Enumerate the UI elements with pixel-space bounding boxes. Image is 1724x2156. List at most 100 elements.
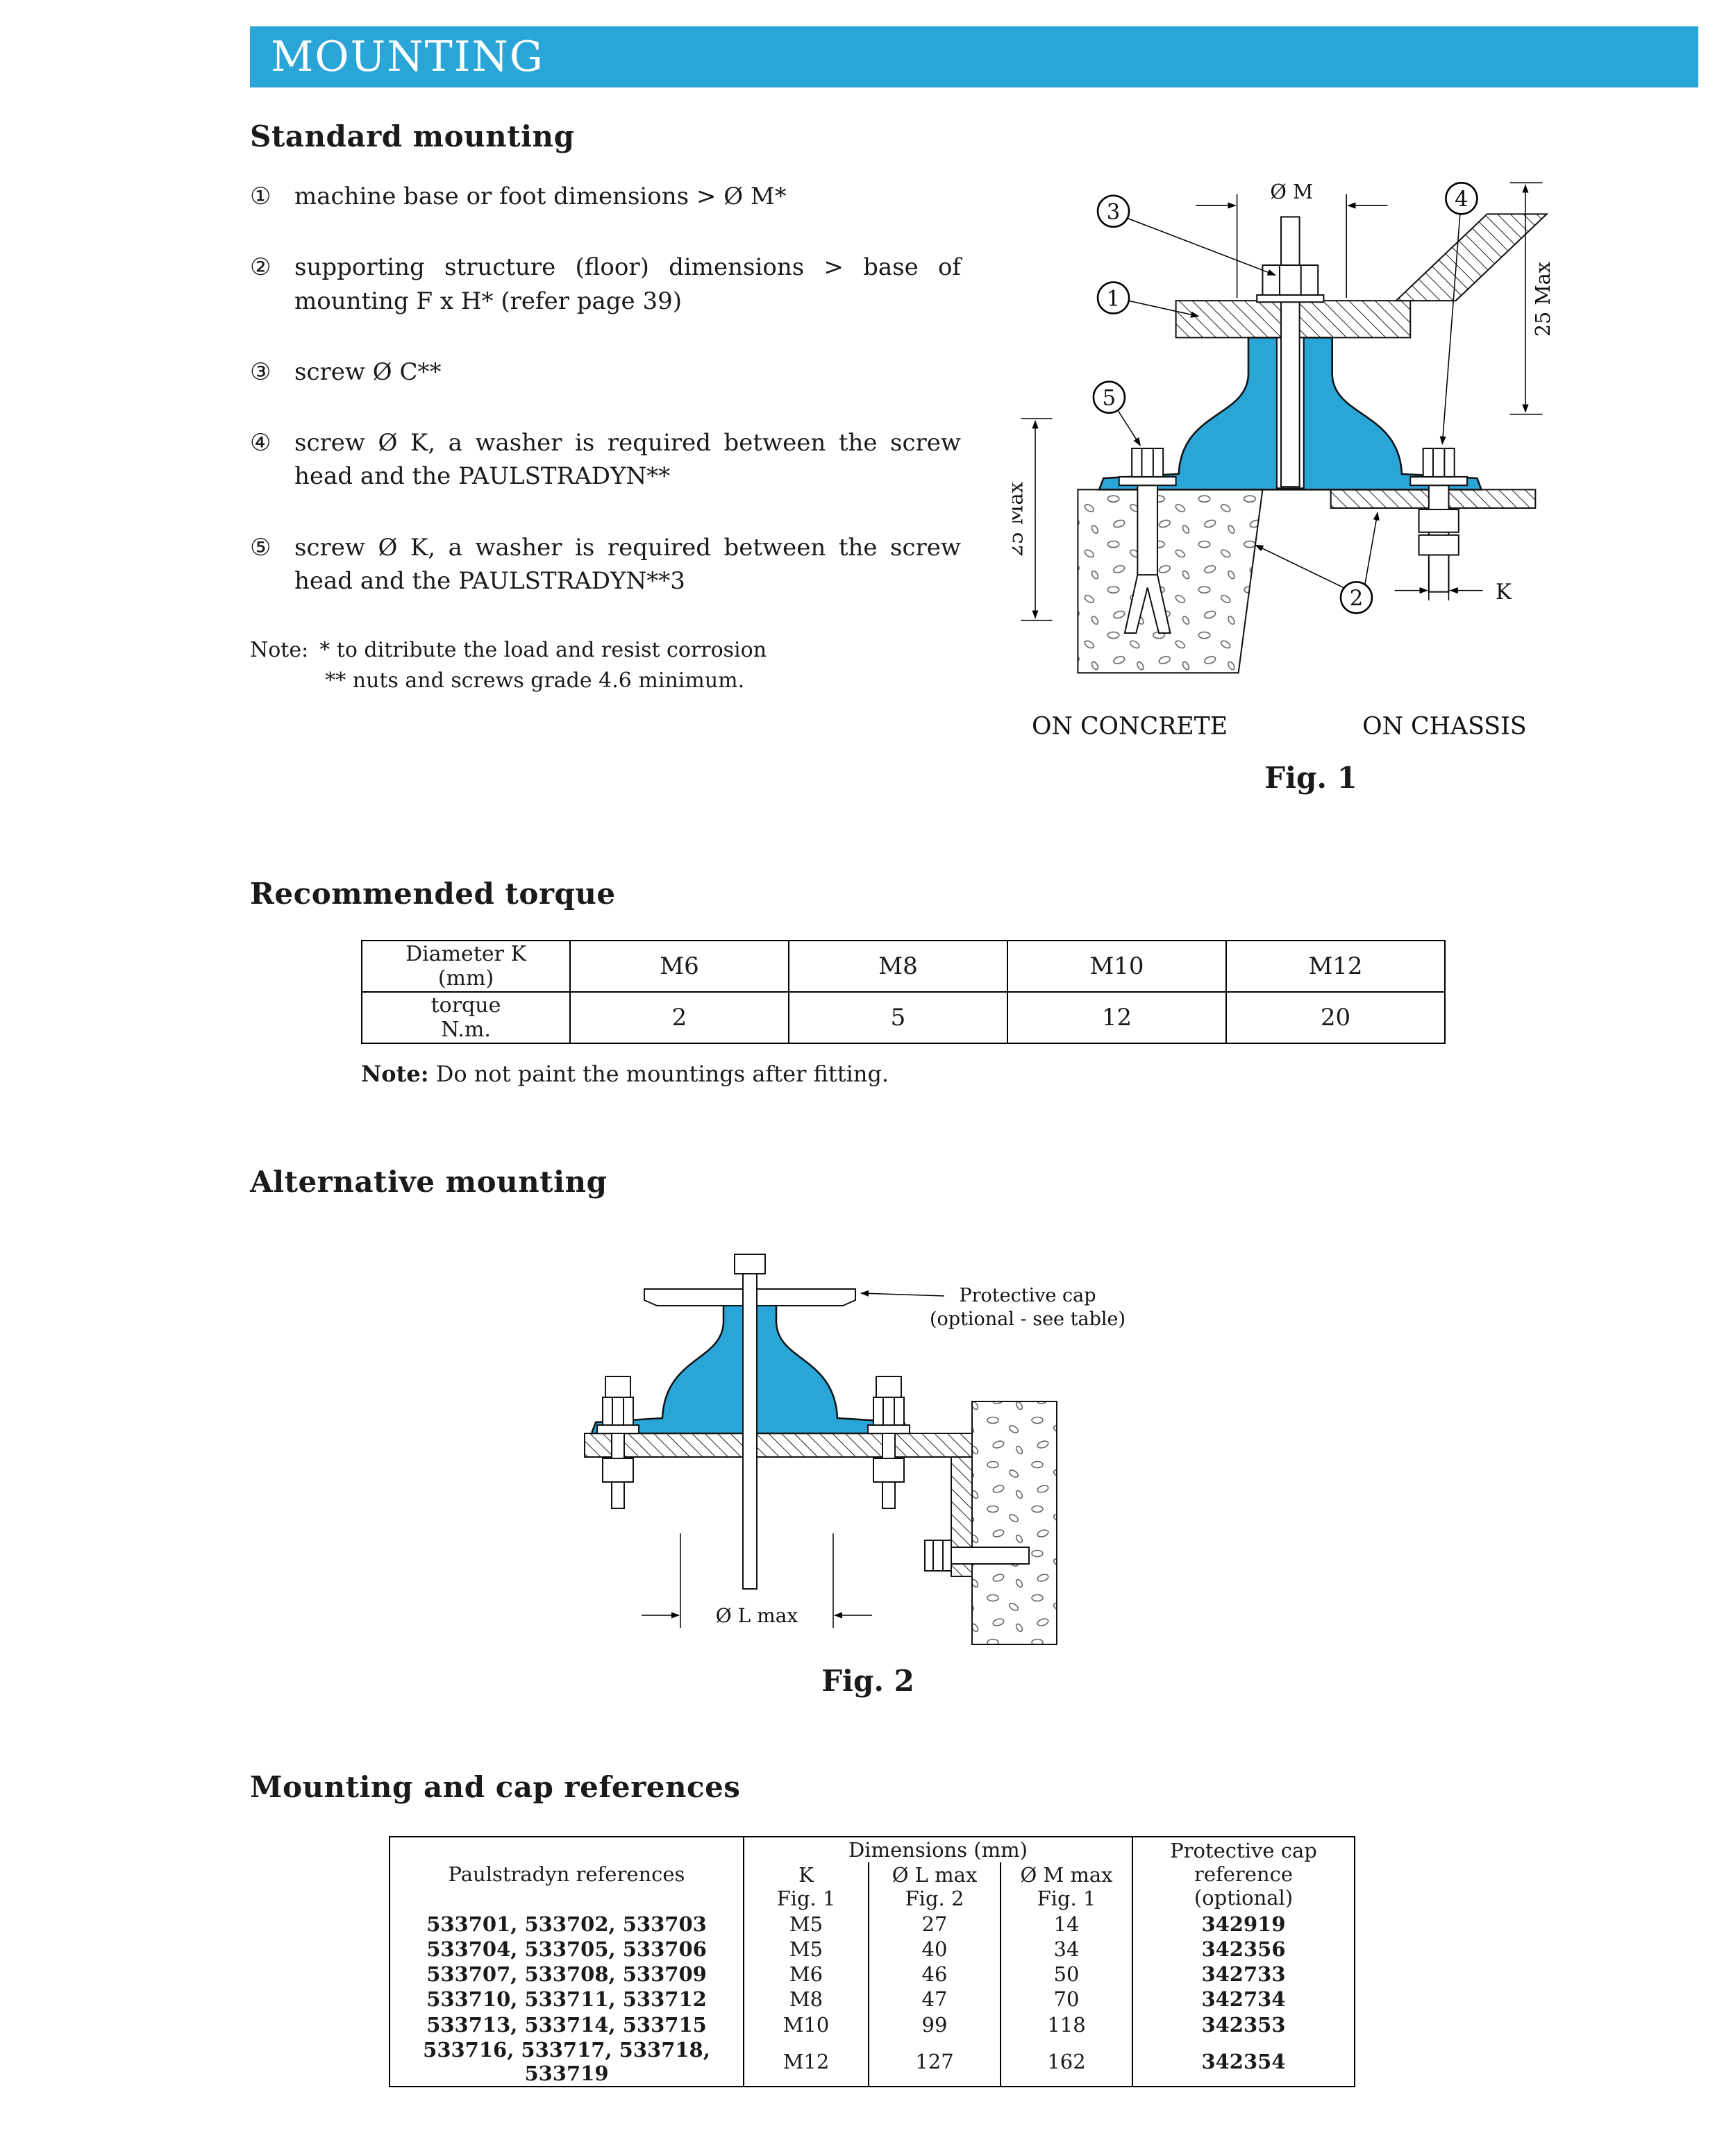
cell-k: M10 — [743, 2012, 869, 2037]
cell-k: M5 — [743, 1911, 869, 1937]
list-item: ④ screw Ø K, a washer is required betwee… — [250, 426, 1000, 494]
table-row: torque N.m. 2 5 12 20 — [361, 991, 1446, 1044]
circled-number: ③ — [250, 357, 271, 386]
torque-corner-cell: Diameter K (mm) — [361, 940, 571, 993]
list-item: ② supporting structure (floor) dimension… — [250, 251, 1000, 318]
cell-l-max: 127 — [868, 2037, 1001, 2087]
table-row: 533707, 533708, 533709 M6 46 50 342733 — [389, 1962, 1355, 1987]
figure-1: Ø M 25 Max 25 Max K ON CONCRETE ON CHASS… — [1012, 173, 1637, 795]
cell-l-max: 40 — [868, 1936, 1001, 1962]
cell-refs: 533710, 533711, 533712 — [389, 1987, 744, 2012]
wall-bolt — [924, 1540, 1030, 1572]
torque-value: 2 — [569, 991, 789, 1044]
list-item-text: screw Ø C** — [294, 357, 442, 386]
dim-label-25max-left: 25 Max — [1012, 482, 1028, 557]
circled-number: ① — [250, 183, 271, 210]
cell-k: M6 — [743, 1962, 869, 1987]
note-lines: * to ditribute the load and resist corro… — [319, 635, 767, 696]
cell-cap-ref: 342353 — [1132, 2012, 1355, 2037]
cell-k: M8 — [743, 1987, 869, 2012]
cell-m-max: 34 — [1000, 1936, 1133, 1962]
torque-note: Note: Do not paint the mountings after f… — [361, 1061, 1696, 1087]
references-table-body: 533701, 533702, 533703 M5 27 14 342919 5… — [389, 1911, 1355, 2087]
fig1-caption: Fig. 1 — [1264, 761, 1357, 795]
fig1-callouts: 3 1 5 4 — [1092, 182, 1478, 614]
sub-header-k: K Fig. 1 — [743, 1862, 869, 1912]
table-row: K Fig. 1 Ø L max Fig. 2 Ø M max Fig. 1 — [390, 1862, 1355, 1912]
dim-label-k: K — [1496, 580, 1512, 605]
standard-mounting-heading: Standard mounting — [250, 119, 575, 153]
cell-refs: 533716, 533717, 533718, 533719 — [389, 2037, 744, 2087]
cell-m-max: 162 — [1000, 2037, 1133, 2087]
note-label: Note: — [250, 638, 309, 663]
label-on-concrete: ON CONCRETE — [1032, 712, 1228, 740]
protective-cap-label-2: (optional - see table) — [930, 1308, 1125, 1330]
center-rod — [742, 1272, 758, 1590]
title-bar: MOUNTING — [250, 26, 1698, 87]
cell-refs: 533701, 533702, 533703 — [389, 1911, 744, 1937]
torque-heading: Recommended torque — [250, 877, 616, 911]
standard-mounting-section: ① machine base or foot dimensions > Ø M*… — [250, 180, 1696, 795]
torque-value: 12 — [1007, 991, 1227, 1044]
callout-3: 3 — [1096, 194, 1276, 276]
torque-col-header: M8 — [788, 940, 1008, 993]
table-row: 533704, 533705, 533706 M5 40 34 342356 — [389, 1936, 1355, 1962]
wall-concrete — [971, 1401, 1057, 1645]
svg-text:5: 5 — [1103, 387, 1116, 411]
cell-refs: 533704, 533705, 533706 — [389, 1936, 744, 1962]
torque-col-header: M12 — [1225, 940, 1446, 993]
circled-number: ④ — [250, 429, 271, 457]
cell-l-max: 27 — [868, 1911, 1001, 1937]
table-row: Diameter K (mm) M6 M8 M10 M12 — [361, 940, 1446, 993]
svg-text:3: 3 — [1107, 201, 1121, 225]
sub-header-m-max: Ø M max Fig. 1 — [1000, 1862, 1133, 1912]
refs-col-header: Paulstradyn references — [389, 1837, 744, 1912]
label-on-chassis: ON CHASSIS — [1362, 712, 1527, 740]
fig1-labels: Ø M 25 Max 25 Max K ON CONCRETE ON CHASS… — [1012, 180, 1555, 740]
note-line: * to ditribute the load and resist corro… — [319, 638, 767, 663]
callout-2: 2 — [1255, 512, 1380, 614]
cell-m-max: 70 — [1000, 1987, 1133, 2012]
torque-col-header: M10 — [1007, 940, 1227, 993]
fig2-dimensions — [642, 1290, 945, 1628]
table-row: 533716, 533717, 533718, 533719 M12 127 1… — [389, 2037, 1355, 2087]
flange-bolt-right — [867, 1376, 910, 1509]
references-table-wrap: Paulstradyn references Dimensions (mm) P… — [389, 1836, 1696, 2088]
fig1-diagram: Ø M 25 Max 25 Max K ON CONCRETE ON CHASS… — [1012, 180, 1555, 740]
cell-refs: 533707, 533708, 533709 — [389, 1962, 744, 1987]
cap-col-header: Protective cap reference (optional) — [1132, 1837, 1355, 1912]
sub-header-l-max: Ø L max Fig. 2 — [868, 1862, 1001, 1912]
cell-m-max: 14 — [1000, 1911, 1133, 1937]
alternative-mounting-heading: Alternative mounting — [250, 1165, 608, 1199]
cell-m-max: 50 — [1000, 1962, 1133, 1987]
dim-label-m: Ø M — [1270, 180, 1313, 203]
references-table: Paulstradyn references Dimensions (mm) P… — [389, 1836, 1355, 2088]
list-item: ① machine base or foot dimensions > Ø M* — [250, 180, 1000, 213]
top-nut — [1256, 264, 1325, 303]
cell-m-max: 118 — [1000, 2012, 1133, 2037]
note-label: Note: — [361, 1061, 429, 1087]
cell-cap-ref: 342733 — [1132, 1962, 1355, 1987]
table-row: 533701, 533702, 533703 M5 27 14 342919 — [389, 1911, 1355, 1937]
callout-4: 4 — [1439, 182, 1478, 445]
callout-5: 5 — [1092, 380, 1141, 446]
cell-l-max: 46 — [868, 1962, 1001, 1987]
table-row: 533710, 533711, 533712 M8 47 70 342734 — [389, 1987, 1355, 2012]
references-heading: Mounting and cap references — [250, 1770, 741, 1804]
page: MOUNTING Standard mounting ① machine bas… — [250, 26, 1698, 2088]
fig2-diagram: Ø L max Protective cap (optional - see t… — [584, 1254, 1125, 1645]
fig1-dimensions — [1021, 182, 1543, 621]
torque-table: Diameter K (mm) M6 M8 M10 M12 torque N.m… — [361, 940, 1446, 1044]
concrete-block — [1077, 489, 1264, 674]
cell-l-max: 47 — [868, 1987, 1001, 2012]
cell-cap-ref: 342354 — [1132, 2037, 1355, 2087]
anchor-bolt-left — [1118, 447, 1177, 634]
svg-text:1: 1 — [1107, 287, 1121, 311]
note-text: Do not paint the mountings after fitting… — [435, 1061, 889, 1087]
list-item-text: screw Ø K, a washer is required between … — [294, 533, 961, 595]
cell-cap-ref: 342734 — [1132, 1987, 1355, 2012]
cell-l-max: 99 — [868, 2012, 1001, 2037]
machine-base-plate-angled — [1394, 213, 1549, 302]
note-line: ** nuts and screws grade 4.6 minimum. — [325, 668, 745, 693]
svg-text:2: 2 — [1350, 587, 1364, 611]
